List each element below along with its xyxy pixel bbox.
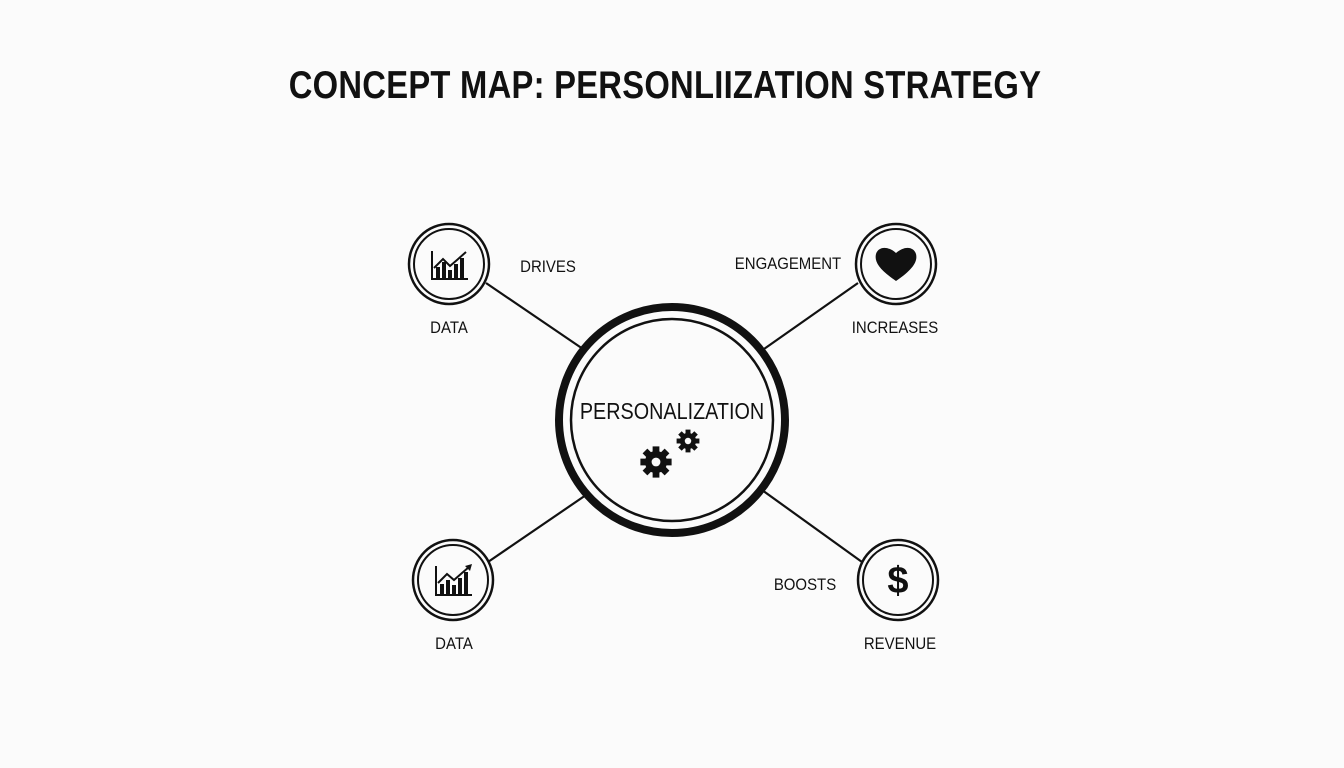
node-label-top-right: INCREASES xyxy=(851,318,939,337)
node-label-bottom-left: DATA xyxy=(435,634,473,653)
edge-label-top-left: DRIVES xyxy=(520,257,576,276)
node-label-top-left: DATA xyxy=(430,318,468,337)
bar-chart-trend-icon xyxy=(435,564,472,596)
connector-bottom-left xyxy=(487,494,587,563)
edge-label-bottom-right: BOOSTS xyxy=(773,575,837,594)
heart-icon xyxy=(875,247,917,281)
bar-chart-icon xyxy=(431,251,468,280)
node-label-bottom-right: REVENUE xyxy=(863,634,937,653)
dollar-icon: $ xyxy=(887,560,908,602)
connector-bottom-right xyxy=(761,489,863,563)
connector-top-right xyxy=(763,282,859,350)
connector-top-left xyxy=(485,282,584,350)
center-node xyxy=(555,303,789,537)
node-bottom-right xyxy=(856,538,940,622)
center-label: PERSONALIZATION xyxy=(579,398,765,424)
page-title: CONCEPT MAP: PERSONLIIZATION STRATEGY xyxy=(288,64,1042,107)
edge-label-top-right: ENGAGEMENT xyxy=(734,254,842,273)
